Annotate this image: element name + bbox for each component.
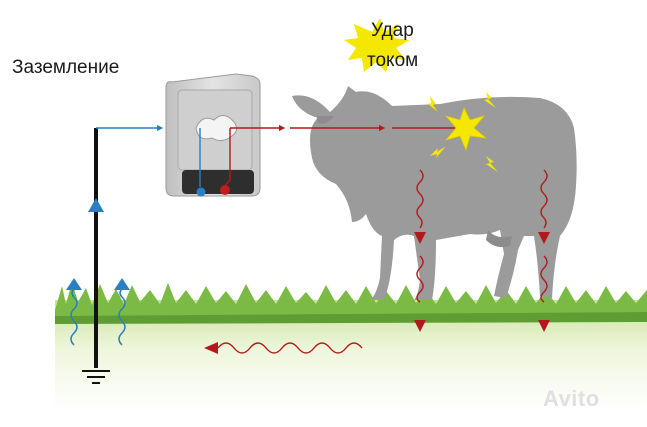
body-current-front [416, 169, 424, 229]
shock-spark-icon [428, 92, 498, 172]
leg-current-rear [540, 255, 548, 303]
soil-down-arrow-front [414, 320, 426, 332]
body-current-rear [540, 169, 548, 229]
fence-energizer [165, 73, 261, 197]
avito-watermark: Avito [543, 386, 600, 411]
fence-terminal [220, 185, 230, 195]
shock-burst-icon [344, 18, 410, 72]
grounding-label: Заземление [12, 57, 120, 78]
earth-symbol-icon [82, 370, 110, 384]
cow-silhouette [292, 86, 577, 300]
rod-up-arrow [88, 198, 104, 212]
body-down-arrow-front [414, 232, 426, 244]
soil-up-arrow-left [66, 278, 82, 290]
shock-label-line2: током [367, 50, 419, 71]
soil-return-current [217, 342, 363, 354]
soil-left-arrow [204, 342, 218, 354]
shock-label-line1: Удар [371, 20, 414, 41]
soil-current-left [70, 288, 78, 346]
ground-terminal [196, 187, 206, 197]
body-down-arrow-rear [538, 232, 550, 244]
grass-strip [55, 282, 647, 318]
energizer-logo-icon [195, 115, 238, 142]
soil-up-arrow-right [114, 278, 130, 290]
soil-current-right [118, 288, 126, 346]
leg-current-front [416, 255, 424, 303]
grass-shade [55, 312, 647, 324]
soil-down-arrow-rear [538, 320, 550, 332]
